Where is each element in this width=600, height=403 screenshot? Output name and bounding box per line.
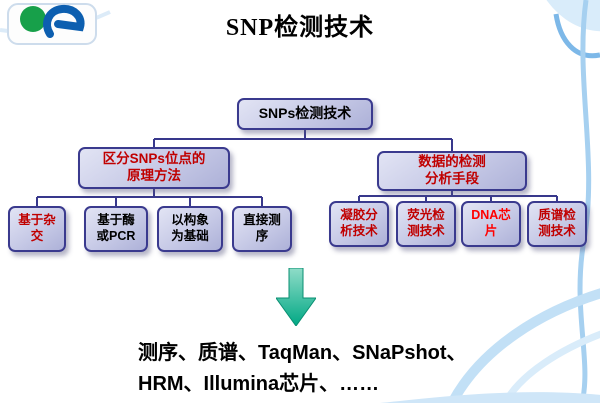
logo	[6, 2, 98, 46]
slide-title: SNP检测技术	[225, 15, 375, 41]
tree-branch-principle-methods: 区分SNPs位点的 原理方法	[78, 147, 230, 189]
tree-leaf-mass-spec: 质谱检 测技术	[527, 201, 587, 247]
logo-icon	[7, 3, 97, 45]
tree-leaf-dna-chip: DNA芯 片	[461, 201, 521, 247]
tree-leaf-fluorescence: 荧光检 测技术	[396, 201, 456, 247]
tree-leaf-direct-sequencing: 直接测 序	[232, 206, 292, 252]
tree-branch-data-analysis: 数据的检测 分析手段	[377, 151, 527, 191]
tree-root-node: SNPs检测技术	[237, 98, 373, 130]
tree-leaf-gel-analysis: 凝胶分 析技术	[329, 201, 389, 247]
summary-text: 测序、质谱、TaqMan、SNaPshot、 HRM、Illumina芯片、……	[138, 342, 467, 395]
tree-leaf-hybridization: 基于杂 交	[8, 206, 66, 252]
down-arrow-icon	[275, 267, 317, 327]
tree-leaf-conformation: 以构象 为基础	[157, 206, 223, 252]
tree-leaf-enzyme-pcr: 基于酶 或PCR	[84, 206, 148, 252]
